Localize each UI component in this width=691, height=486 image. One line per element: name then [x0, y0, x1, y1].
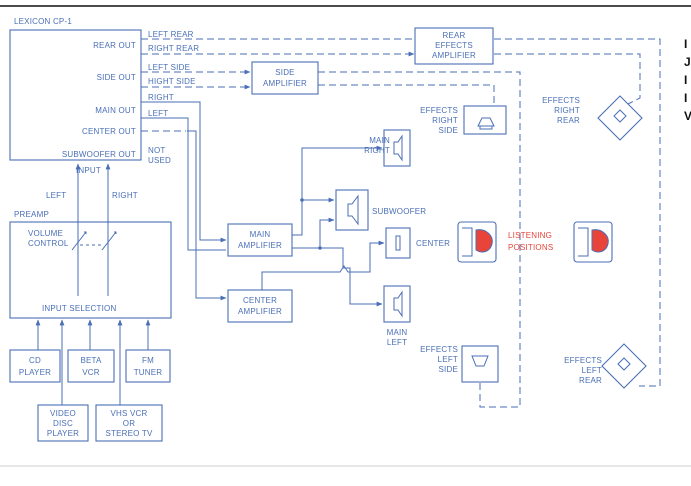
input-selection-label: INPUT SELECTION: [42, 304, 116, 313]
processor-block: LEXICON CP-1 REAR OUT SIDE OUT MAIN OUT …: [9, 17, 142, 200]
main-out-label: MAIN OUT: [95, 106, 136, 115]
signal-left-rear: LEFT REAR: [148, 30, 194, 39]
svg-text:FM: FM: [142, 356, 154, 365]
svg-text:EFFECTS: EFFECTS: [542, 96, 580, 105]
center-amplifier: CENTER AMPLIFIER: [227, 289, 293, 323]
effects-left-side-speaker: EFFECTS LEFT SIDE: [420, 345, 499, 383]
svg-text:I: I: [684, 91, 688, 105]
processor-input-right: RIGHT: [112, 191, 138, 200]
svg-text:EFFECTS: EFFECTS: [564, 356, 602, 365]
effects-wiring: [141, 38, 661, 408]
svg-text:CD: CD: [29, 356, 41, 365]
vhs-vcr-box: VHS VCR OR STEREO TV: [95, 404, 163, 442]
preamp-title: PREAMP: [14, 210, 49, 219]
center-out-label: CENTER OUT: [82, 127, 136, 136]
volume-label-2: CONTROL: [28, 239, 69, 248]
signal-left-side: LEFT SIDE: [148, 63, 190, 72]
processor-title: LEXICON CP-1: [14, 17, 72, 26]
svg-text:DISC: DISC: [53, 419, 73, 428]
center-speaker: CENTER: [385, 227, 450, 259]
svg-text:MAIN: MAIN: [250, 230, 271, 239]
svg-text:TUNER: TUNER: [134, 368, 163, 377]
signal-right-rear: RIGHT REAR: [148, 44, 199, 53]
svg-text:AMPLIFIER: AMPLIFIER: [432, 51, 476, 60]
svg-text:OR: OR: [123, 419, 135, 428]
svg-text:SIDE: SIDE: [439, 126, 458, 135]
svg-text:REAR: REAR: [579, 376, 602, 385]
preamp-block: PREAMP VOLUME CONTROL INPUT SELECTION: [9, 205, 172, 319]
svg-text:PLAYER: PLAYER: [19, 368, 51, 377]
main-wiring: [75, 101, 385, 307]
svg-text:AMPLIFIER: AMPLIFIER: [238, 307, 282, 316]
svg-text:AMPLIFIER: AMPLIFIER: [263, 79, 307, 88]
svg-text:I: I: [684, 37, 688, 51]
svg-text:LEFT: LEFT: [582, 366, 602, 375]
effects-right-rear-speaker: EFFECTS RIGHT REAR: [542, 95, 643, 141]
main-amplifier: MAIN AMPLIFIER: [227, 223, 293, 257]
signal-not-used-1: NOT: [148, 146, 166, 155]
sources: CD PLAYER BETA VCR FM TUNER VIDEO DISC P…: [9, 319, 171, 442]
subwoofer-out-label: SUBWOOFER OUT: [62, 150, 136, 159]
signal-not-used-2: USED: [148, 156, 171, 165]
svg-text:MAIN: MAIN: [369, 136, 390, 145]
svg-text:J: J: [684, 55, 691, 69]
svg-text:RIGHT: RIGHT: [364, 146, 390, 155]
svg-text:REAR: REAR: [557, 116, 580, 125]
side-out-label: SIDE OUT: [97, 73, 136, 82]
subwoofer-speaker: SUBWOOFER: [335, 189, 426, 231]
svg-text:PLAYER: PLAYER: [47, 429, 79, 438]
volume-control-right-icon: [101, 205, 117, 256]
svg-text:SIDE: SIDE: [275, 68, 294, 77]
signal-main-left: LEFT: [148, 109, 168, 118]
subwoofer-label: SUBWOOFER: [372, 207, 426, 216]
listening-chair-right-icon: [573, 221, 613, 263]
side-amplifier: SIDE AMPLIFIER: [251, 61, 319, 95]
svg-text:AMPLIFIER: AMPLIFIER: [238, 241, 282, 250]
effects-right-side-speaker: EFFECTS RIGHT SIDE: [420, 105, 507, 135]
svg-text:MAIN: MAIN: [387, 328, 408, 337]
listening-chair-left-icon: [457, 221, 497, 263]
listening-label-2: POSITIONS: [508, 243, 553, 252]
listening-positions: LISTENING POSITIONS: [457, 221, 613, 263]
main-left-speaker: MAIN LEFT: [383, 285, 411, 347]
svg-text:VIDEO: VIDEO: [50, 409, 76, 418]
processor-input-label: INPUT: [76, 166, 101, 175]
signal-right-side: HIGHT SIDE: [148, 77, 196, 86]
svg-text:LEFT: LEFT: [387, 338, 407, 347]
svg-text:VHS VCR: VHS VCR: [111, 409, 148, 418]
center-label: CENTER: [416, 239, 450, 248]
main-right-speaker: MAIN RIGHT: [364, 129, 411, 167]
video-disc-player-box: VIDEO DISC PLAYER: [37, 404, 89, 442]
svg-text:LEFT: LEFT: [438, 355, 458, 364]
beta-vcr-box: BETA VCR: [67, 349, 115, 383]
svg-text:CENTER: CENTER: [243, 296, 277, 305]
svg-text:STEREO TV: STEREO TV: [106, 429, 153, 438]
svg-text:RIGHT: RIGHT: [432, 116, 458, 125]
svg-text:I: I: [684, 73, 688, 87]
svg-text:BETA: BETA: [80, 356, 102, 365]
svg-text:RIGHT: RIGHT: [554, 106, 580, 115]
fm-tuner-box: FM TUNER: [125, 349, 171, 383]
svg-text:EFFECTS: EFFECTS: [420, 345, 458, 354]
svg-text:VCR: VCR: [82, 368, 100, 377]
processor-input-left: LEFT: [46, 191, 66, 200]
volume-control-left-icon: [71, 205, 87, 256]
rear-out-label: REAR OUT: [93, 41, 136, 50]
svg-text:REAR: REAR: [442, 31, 465, 40]
rear-effects-amplifier: REAR EFFECTS AMPLIFIER: [414, 27, 494, 65]
listening-label-1: LISTENING: [508, 231, 552, 240]
cd-player-box: CD PLAYER: [9, 349, 61, 383]
svg-text:V: V: [684, 109, 691, 123]
svg-text:SIDE: SIDE: [439, 365, 458, 374]
volume-label-1: VOLUME: [28, 229, 63, 238]
signal-main-right: RIGHT: [148, 93, 174, 102]
edge-text-fragment: I J I I V: [684, 37, 691, 123]
svg-text:EFFECTS: EFFECTS: [420, 106, 458, 115]
svg-text:EFFECTS: EFFECTS: [435, 41, 473, 50]
effects-left-rear-speaker: EFFECTS LEFT REAR: [564, 343, 647, 389]
